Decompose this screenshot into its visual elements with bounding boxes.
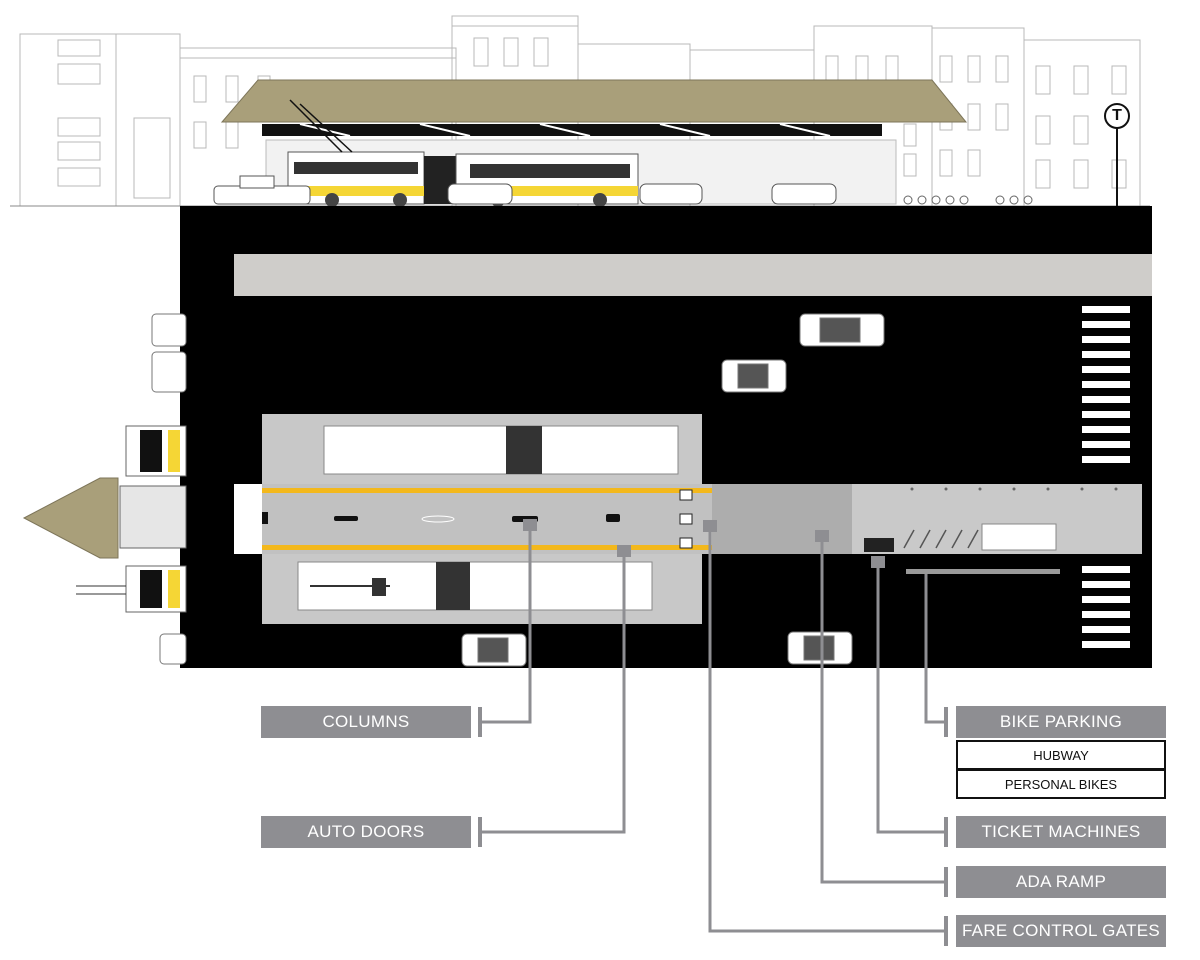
leader-lines	[480, 526, 946, 933]
leader-ada-ramp	[820, 534, 946, 884]
crosswalk-south	[1082, 566, 1130, 648]
platform-boarding	[262, 484, 712, 554]
leader-anchors	[523, 519, 885, 568]
elevation-cars	[213, 175, 837, 205]
crosswalk-north	[1082, 306, 1130, 463]
leader-ticket-machines	[876, 560, 946, 834]
canopy-roof	[220, 79, 968, 123]
platform-dots	[910, 487, 1118, 491]
label-personal-bikes: PERSONAL BIKES	[956, 769, 1166, 799]
bike-parking-bar	[906, 569, 1060, 574]
safety-stripe-north	[262, 488, 712, 493]
auto-door-set	[679, 489, 693, 549]
canopy-trusses	[299, 123, 831, 137]
plan-bus-south	[297, 561, 653, 611]
hubway-dock	[981, 523, 1057, 551]
label-ticket-machines: TICKET MACHINES	[956, 816, 1166, 848]
leader-columns	[480, 526, 532, 724]
platform-end-white	[234, 484, 264, 554]
left-side-vehicles	[76, 425, 187, 613]
label-columns: COLUMNS	[261, 706, 471, 738]
leader-fare-gates	[708, 526, 946, 933]
elevation-bike-rack	[903, 195, 1033, 205]
platform-bench	[421, 515, 455, 523]
left-canopy-roof	[22, 477, 119, 559]
sidewalk-strip	[234, 254, 1152, 296]
plan-cars	[151, 313, 885, 667]
label-bike-parking: BIKE PARKING	[956, 706, 1166, 738]
elevation-bus-left	[287, 99, 425, 207]
label-auto-doors: AUTO DOORS	[261, 816, 471, 848]
leader-auto-doors	[480, 550, 626, 834]
ada-ramp-area	[712, 484, 852, 554]
plan-bus-north	[323, 425, 679, 475]
leader-endcaps	[478, 707, 948, 946]
label-hubway: HUBWAY	[956, 740, 1166, 770]
label-fare-control-gates: FARE CONTROL GATES	[956, 915, 1166, 947]
label-ada-ramp: ADA RAMP	[956, 866, 1166, 898]
canopy-fascia	[262, 124, 882, 136]
personal-bike-racks	[903, 529, 979, 549]
ticket-machines	[864, 538, 894, 552]
transit-t-logo-icon: T	[1104, 103, 1130, 129]
safety-stripe-south	[262, 545, 712, 550]
leader-bike-parking	[924, 574, 946, 724]
